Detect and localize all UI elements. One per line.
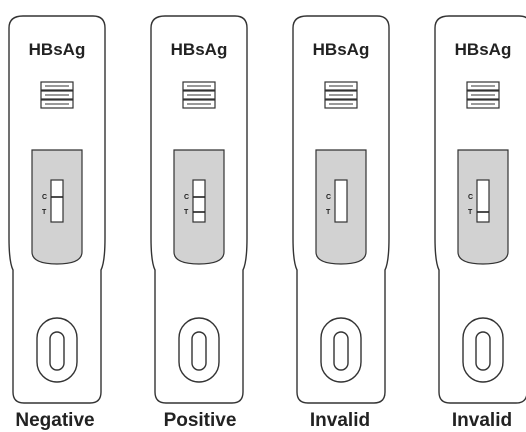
test-letter: T — [468, 209, 473, 216]
test-strip — [192, 179, 206, 223]
control-letter: C — [326, 194, 331, 201]
sample-well-inner — [191, 331, 207, 371]
test-strip — [334, 179, 348, 223]
test-strip — [50, 179, 64, 223]
sample-well-inner — [333, 331, 349, 371]
control-letter: C — [184, 194, 189, 201]
device-title: HBsAg — [171, 40, 228, 59]
test-letter: T — [326, 209, 331, 216]
grip-bars-icon — [324, 81, 358, 109]
grip-bars-icon — [40, 81, 74, 109]
control-letter: C — [42, 194, 47, 201]
grip-bars-icon — [182, 81, 216, 109]
sample-well-inner — [475, 331, 491, 371]
grip-bars-icon — [466, 81, 500, 109]
test-strip — [476, 179, 490, 223]
control-letter: C — [468, 194, 473, 201]
result-label: Positive — [164, 410, 237, 431]
result-label: Invalid — [310, 410, 370, 431]
test-letter: T — [42, 209, 47, 216]
result-label: Invalid — [452, 410, 512, 431]
sample-well-inner — [49, 331, 65, 371]
device-title: HBsAg — [313, 40, 370, 59]
result-label: Negative — [15, 410, 94, 431]
device-title: HBsAg — [455, 40, 512, 59]
test-letter: T — [184, 209, 189, 216]
device-title: HBsAg — [29, 40, 86, 59]
